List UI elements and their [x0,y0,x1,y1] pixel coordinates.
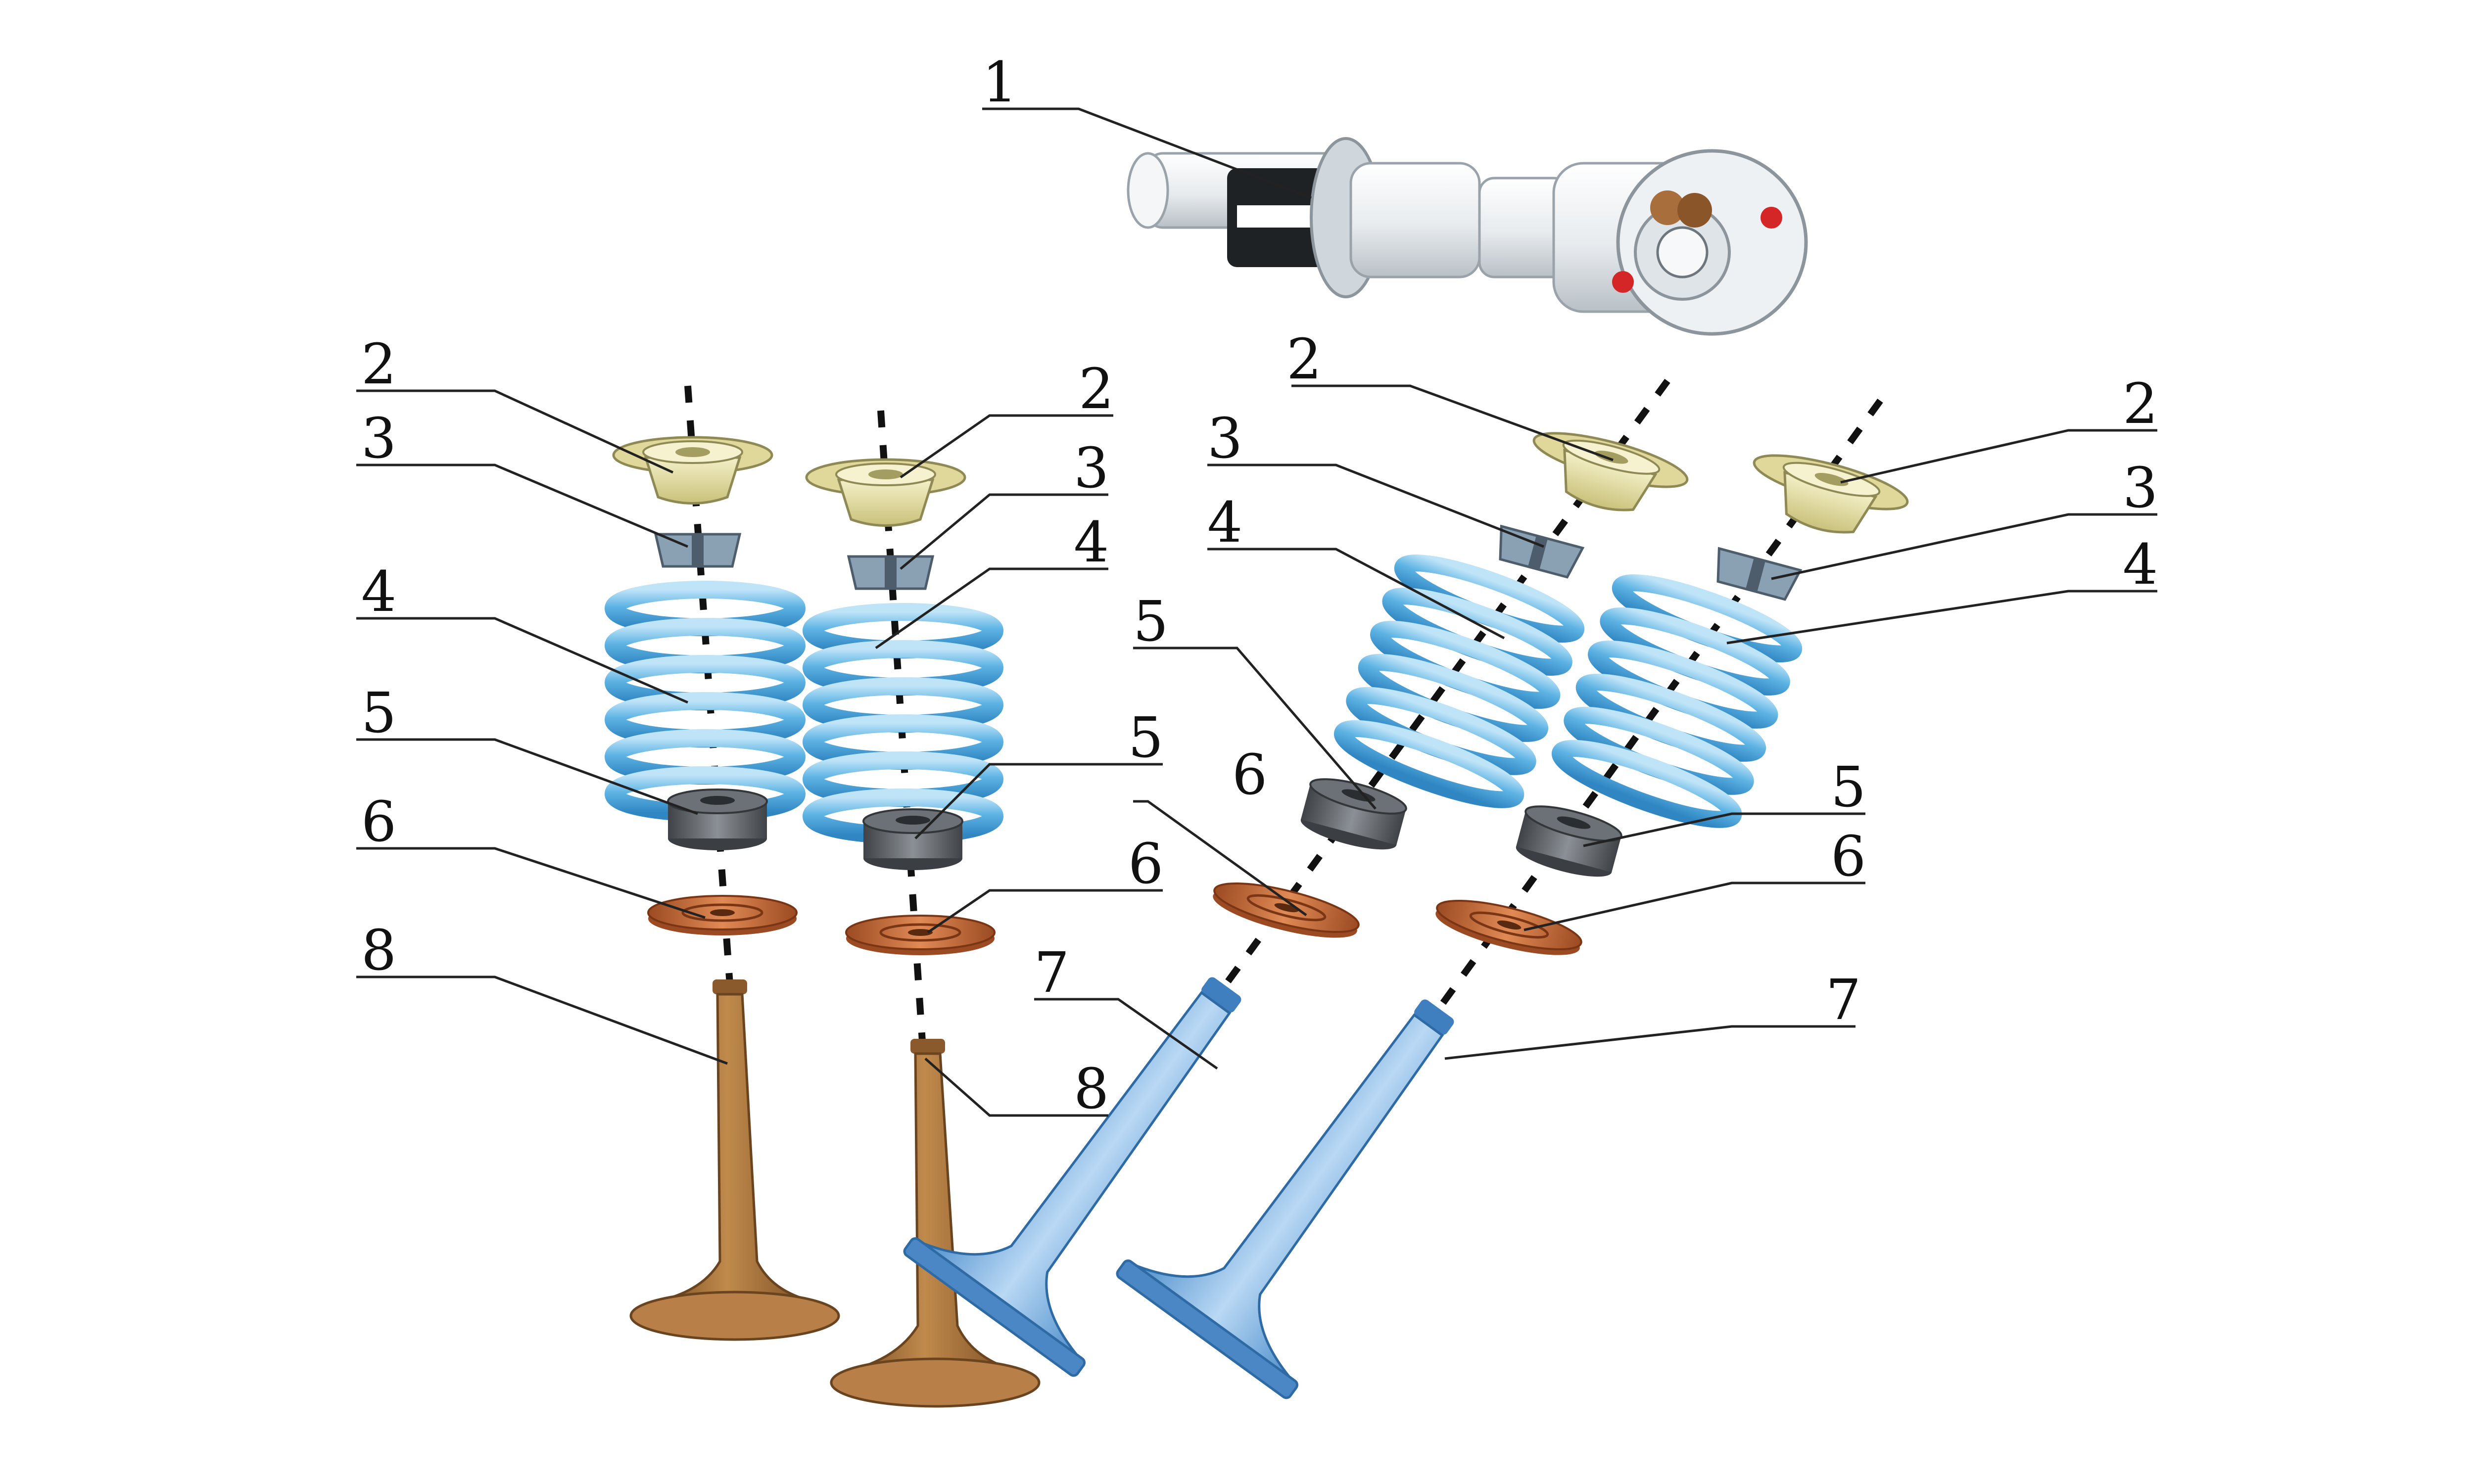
valve-assembly-2 [807,460,1041,1408]
exhaust-valve-1 [629,979,840,1341]
callout-v1-valve: 8 [361,919,396,983]
callout-v4-keeper: 3 [2123,456,2158,520]
callout-v1-retainer: 2 [361,332,396,397]
intake-valve-3 [903,977,1241,1377]
valve-seal-4 [1431,891,1585,965]
callout-v1-spring: 4 [361,560,396,624]
callout-v4-valve: 7 [1826,968,1861,1032]
callout-v4-seat: 5 [1831,755,1866,820]
callout-v3-keeper: 3 [1207,407,1242,471]
valve-assembly-3 [903,422,1692,1377]
callout-v3-valve: 7 [1034,941,1069,1005]
spring-retainer-4 [1742,445,1912,550]
callout-v2-seal: 6 [1128,832,1163,896]
spring-seat-1 [667,788,768,851]
valve-keeper-3 [1493,526,1583,579]
valve-seal-2 [846,916,995,955]
exhaust-valve-2 [830,1039,1041,1408]
valve-spring-3 [1337,551,1581,812]
valve-seal-1 [648,896,797,935]
valve-spring-2 [811,612,995,835]
spring-retainer-3 [1522,422,1692,527]
intake-valve-4 [1116,999,1454,1399]
callout-v4-seal: 6 [1831,825,1866,889]
valve-assembly-1 [614,437,840,1341]
callout-v2-spring: 4 [1074,510,1109,575]
callout-v4-retainer: 2 [2123,372,2158,436]
callout-v3-seat: 5 [1133,590,1168,654]
callout-v2-valve: 8 [1074,1057,1109,1121]
callout-labels: 1 2 3 4 5 6 8 2 3 4 5 6 8 2 3 4 5 6 7 2 … [361,50,2158,1121]
valve-seal-3 [1209,874,1362,948]
valve-keeper-2 [849,556,933,589]
leader-lines [356,107,2157,1117]
callout-v3-seal: 6 [1232,743,1267,807]
callout-v2-seat: 5 [1128,706,1163,770]
camshaft [1127,137,1808,336]
callout-v4-spring: 4 [2123,533,2158,597]
callout-camshaft: 1 [982,50,1017,115]
axis-valve-1 [684,385,733,985]
valve-spring-1 [614,590,797,813]
callout-v1-keeper: 3 [361,407,396,471]
spring-retainer-1 [614,437,772,504]
callout-v3-retainer: 2 [1286,327,1322,392]
callout-v2-retainer: 2 [1079,357,1114,421]
callout-v2-keeper: 3 [1074,436,1109,501]
callout-v3-spring: 4 [1207,491,1242,555]
valve-assembly-4 [1116,445,1912,1399]
callout-v1-seal: 6 [361,790,396,854]
axis-valve-3 [1219,378,1670,992]
spring-retainer-2 [807,460,965,526]
spring-seat-2 [862,808,963,871]
callout-v1-seat: 5 [361,681,396,745]
